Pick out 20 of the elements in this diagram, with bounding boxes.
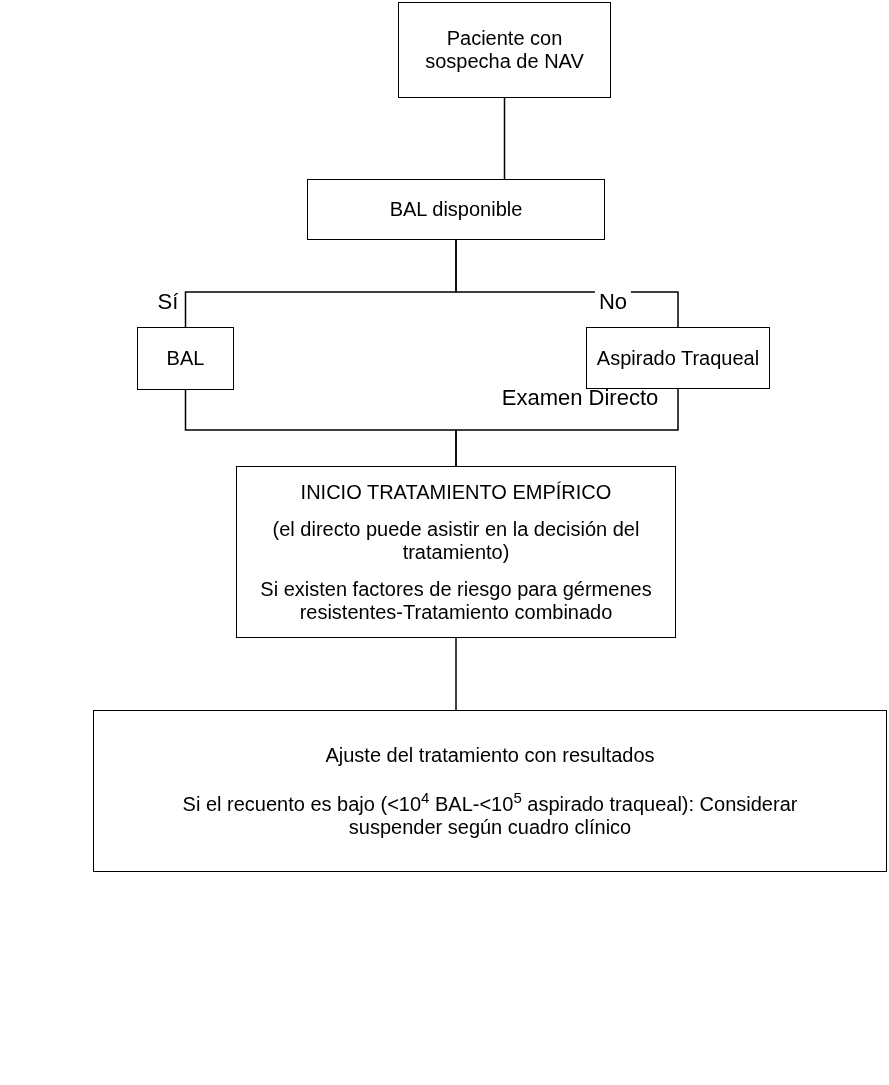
connector-line [455,637,457,711]
box-text: BAL disponible [389,198,523,221]
box-text: INICIO TRATAMIENTO EMPÍRICO [300,480,612,504]
process-box [236,466,676,638]
connector-line [503,97,506,180]
connector-line [455,388,679,467]
process-box [398,2,611,98]
process-box [93,710,887,872]
process-box [586,327,770,389]
box-text: Ajuste del tratamiento con resultados [325,743,655,767]
box-text: Paciente con sospecha de NAV [424,27,585,73]
note-text: Examen Directo [501,387,659,409]
box-text: (el directo puede asistir en la decisión del tratamiento) [271,517,641,564]
box-text: BAL [166,347,205,370]
box-text: Aspirado Traqueal [596,346,760,370]
connector-line [455,239,679,328]
process-box [137,327,234,390]
process-box [307,179,605,240]
box-text: Si el recuento es bajo (<10$^{4}$ BAL-<10$^{5}$ aspirado traqueal): Considerar suspender según cuadro clínico [181,792,799,839]
box-text: Si existen factores de riesgo para gérmenes resistentes-Tratamiento combinado [259,577,653,624]
